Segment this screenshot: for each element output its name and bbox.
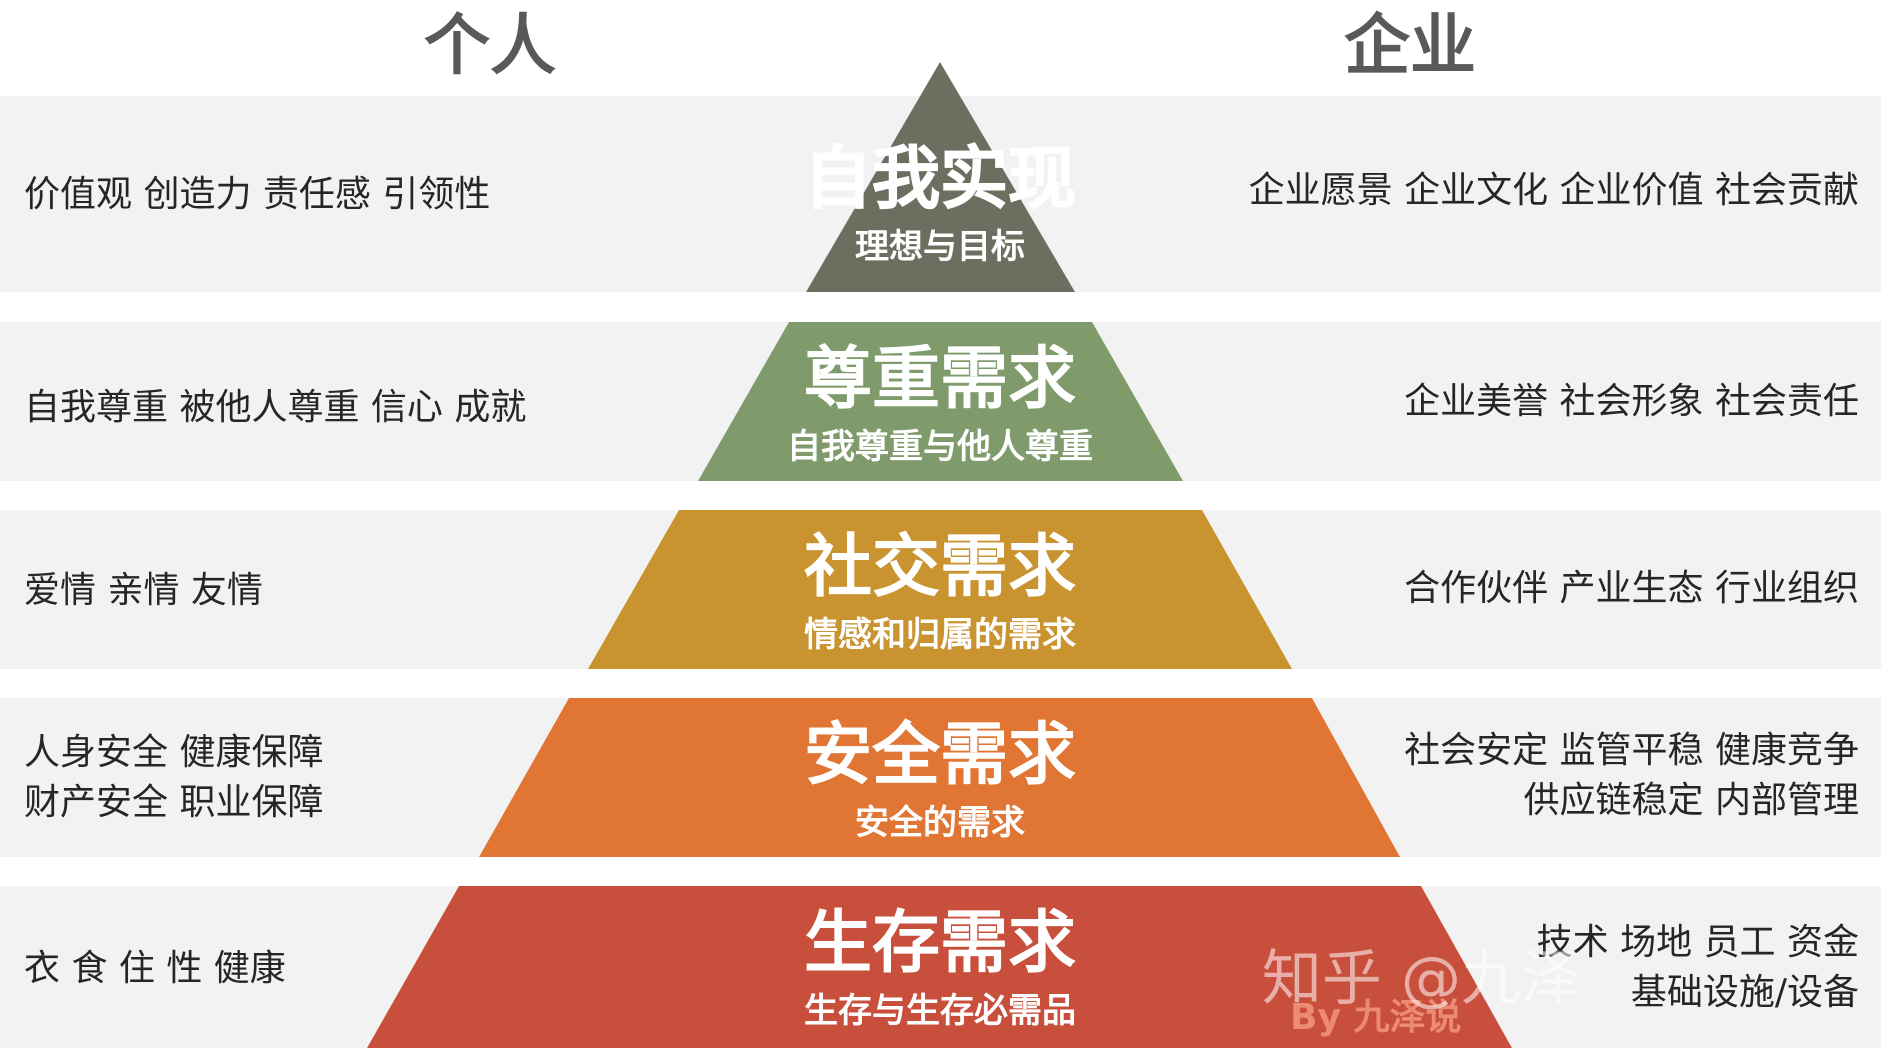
enterprise-line: 基础设施/设备 [1630,972,1859,1013]
enterprise-line: 供应链稳定 内部管理 [1523,780,1859,821]
enterprise-line: 合作伙伴 产业生态 行业组织 [1404,568,1859,609]
tier-shape-safety [479,698,1400,857]
tier-shape-survival [367,886,1512,1048]
individual-column-header: 个人 [424,7,556,84]
zhihu-watermark: 知乎 @九泽 [1261,944,1581,1014]
tier-title-social: 社交需求 [804,528,1076,607]
enterprise-column-header: 企业 [1344,7,1476,84]
tier-subtitle-self-actualization: 理想与目标 [855,227,1025,267]
individual-line: 人身安全 健康保障 [24,732,324,773]
individual-line: 价值观 创造力 责任感 引领性 [24,174,491,215]
individual-text-safety: 人身安全 健康保障 财产安全 职业保障 [24,728,323,828]
tier-title-survival: 生存需求 [804,904,1076,983]
individual-line: 自我尊重 被他人尊重 信心 成就 [24,387,527,428]
tier-subtitle-survival: 生存与生存必需品 [804,991,1076,1031]
tier-title-self-actualization: 自我实现 [804,140,1076,219]
enterprise-line: 企业美誉 社会形象 社会责任 [1404,381,1859,422]
enterprise-line: 企业愿景 企业文化 企业价值 社会贡献 [1248,170,1859,211]
enterprise-text-safety: 社会安定 监管平稳 健康竞争 供应链稳定 内部管理 [1404,726,1859,826]
tier-subtitle-esteem: 自我尊重与他人尊重 [787,427,1093,467]
tier-shape-esteem [698,322,1183,481]
enterprise-text-social: 合作伙伴 产业生态 行业组织 [1404,564,1859,614]
tier-title-safety: 安全需求 [804,716,1076,795]
individual-text-survival: 衣 食 住 性 健康 [24,944,286,994]
enterprise-text-self-actualization: 企业愿景 企业文化 企业价值 社会贡献 [1249,166,1859,216]
enterprise-line: 社会安定 监管平稳 健康竞争 [1404,730,1859,771]
enterprise-text-survival: 技术 场地 员工 资金 基础设施/设备 [1537,918,1859,1018]
tier-subtitle-social: 情感和归属的需求 [804,615,1076,655]
tier-shape-social [588,510,1292,669]
individual-line: 衣 食 住 性 健康 [24,948,286,989]
tier-title-esteem: 尊重需求 [804,340,1076,419]
enterprise-line: 技术 场地 员工 资金 [1536,922,1859,963]
enterprise-text-esteem: 企业美誉 社会形象 社会责任 [1404,377,1859,427]
individual-text-esteem: 自我尊重 被他人尊重 信心 成就 [24,383,526,433]
individual-line: 爱情 亲情 友情 [24,570,263,611]
author-byline: By 九泽说 [1290,997,1462,1038]
individual-text-social: 爱情 亲情 友情 [24,566,263,616]
tier-shape-self-actualization [806,62,1075,292]
individual-text-self-actualization: 价值观 创造力 责任感 引领性 [24,170,490,220]
tier-subtitle-safety: 安全的需求 [855,803,1025,843]
individual-line: 财产安全 职业保障 [24,782,324,823]
